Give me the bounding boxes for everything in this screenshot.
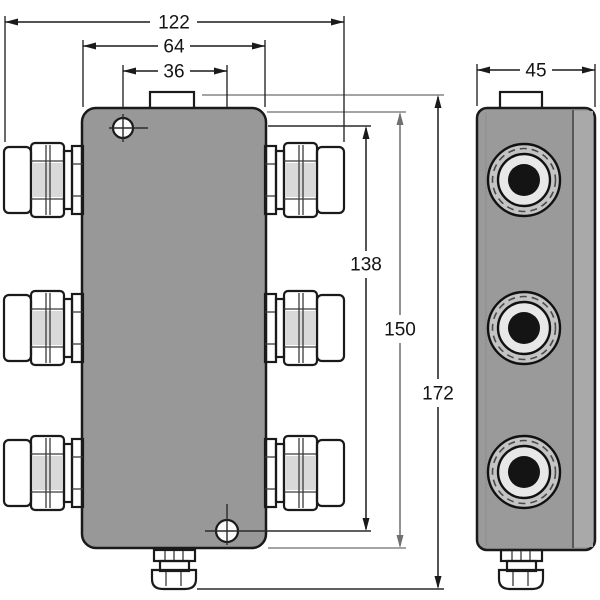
connector-port-2	[486, 290, 562, 366]
cable-gland-right-3	[263, 434, 346, 512]
front-view	[2, 90, 444, 591]
housing-front	[80, 106, 268, 550]
dim-body-depth: 45	[476, 61, 596, 107]
mounting-screw-top	[109, 114, 148, 142]
dim-label-overall-width: 122	[158, 13, 190, 34]
mounting-screw-bottom	[205, 504, 371, 545]
cable-gland-right-1	[263, 141, 346, 219]
dim-label-mount-hole-offset: 36	[163, 62, 184, 83]
connector-port-3	[486, 434, 562, 510]
dim-mount-hole-spacing: 138	[350, 126, 382, 531]
cable-gland-left-2	[2, 289, 85, 367]
cable-gland-left-1	[2, 141, 85, 219]
dim-body-height: 150	[384, 112, 416, 548]
connector-port-1	[486, 142, 562, 218]
housing-side-edge-shade	[574, 111, 593, 547]
vent-plug-front	[150, 548, 198, 591]
dim-label-body-depth: 45	[525, 61, 546, 82]
dim-label-mount-hole-spacing: 138	[350, 255, 382, 276]
dim-overall-height: 172	[422, 95, 454, 589]
dim-mount-hole-offset: 36	[122, 62, 228, 107]
dim-label-body-height: 150	[384, 320, 416, 341]
dim-label-body-width: 64	[163, 37, 185, 58]
cable-gland-left-3	[2, 434, 85, 512]
dim-label-overall-height: 172	[422, 384, 454, 405]
vent-plug-side	[497, 548, 545, 591]
cable-gland-right-2	[263, 289, 346, 367]
dim-body-width: 64	[82, 37, 266, 107]
dim-overall-width: 122	[4, 13, 345, 142]
side-view	[475, 90, 597, 591]
